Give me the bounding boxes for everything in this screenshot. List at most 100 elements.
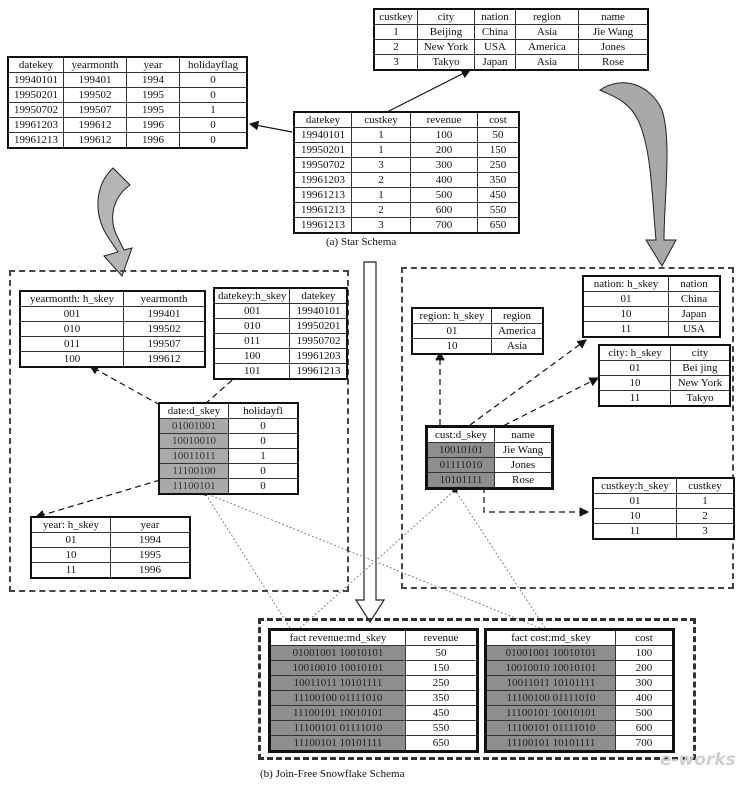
table-header: date:d_skey bbox=[158, 402, 229, 419]
table-cell: 100 bbox=[615, 645, 674, 661]
table-cell: 2 bbox=[351, 172, 411, 188]
table-cell: America bbox=[491, 323, 544, 339]
table-cell: Asia bbox=[515, 24, 579, 40]
table-cell: New York bbox=[417, 39, 475, 55]
table-header: cost bbox=[477, 111, 520, 128]
table-cell: 11100101 01111010 bbox=[485, 720, 616, 736]
table-cell: 01 bbox=[582, 291, 669, 307]
table-cell: 0 bbox=[228, 463, 299, 479]
table-header: holidayflag bbox=[179, 56, 248, 73]
table-cell: 199612 bbox=[63, 132, 127, 149]
table-cell: 350 bbox=[405, 690, 478, 706]
table-cell: 100 bbox=[410, 127, 478, 143]
table-cell: 001 bbox=[19, 306, 124, 322]
cost-to-cust-dotted bbox=[454, 489, 546, 629]
table-cell: 200 bbox=[410, 142, 478, 158]
table-header: yearmonth bbox=[123, 290, 206, 307]
table-cell: 500 bbox=[410, 187, 478, 203]
table-cell: 10011011 bbox=[158, 448, 229, 464]
table-header: custkey:h_skey bbox=[592, 477, 677, 494]
table-cell: 10010010 10010101 bbox=[269, 660, 406, 676]
table-cell: 0 bbox=[228, 478, 299, 495]
center-down-arrow bbox=[354, 261, 386, 624]
table-header: cost bbox=[615, 629, 674, 646]
table-cell: 10 bbox=[582, 306, 669, 322]
table-cell: 01001001 10010101 bbox=[269, 645, 406, 661]
table-cell: 19940101 bbox=[289, 303, 348, 319]
table-cell: 600 bbox=[615, 720, 674, 736]
table-header: name bbox=[578, 8, 649, 25]
table-cell: 100 bbox=[213, 348, 291, 364]
eworks-logo: e-works bbox=[660, 750, 736, 770]
table-cell: 19961213 bbox=[293, 202, 352, 218]
table-cell: 011 bbox=[19, 336, 124, 352]
table-cell: 1 bbox=[351, 142, 411, 158]
table-cell: 11100100 bbox=[158, 463, 229, 479]
table-cell: 10101111 bbox=[426, 472, 495, 489]
table-header: city bbox=[417, 8, 475, 25]
table-cell: 19940101 bbox=[293, 127, 352, 143]
table-cell: 10010010 bbox=[158, 433, 229, 449]
table-cell: 1996 bbox=[126, 117, 180, 133]
table-cell: 700 bbox=[615, 735, 674, 752]
star-schema-caption: (a) Star Schema bbox=[326, 236, 397, 248]
table-cell: 10 bbox=[411, 338, 492, 355]
snowflake-date-group bbox=[9, 270, 349, 592]
table-cell: 19961213 bbox=[293, 217, 352, 234]
table-cell: 350 bbox=[477, 172, 520, 188]
table-cell: 450 bbox=[405, 705, 478, 721]
table-header: year bbox=[110, 516, 191, 533]
rev-to-date-dotted bbox=[201, 489, 291, 629]
table-cell: 11100101 10010101 bbox=[269, 705, 406, 721]
snowflake-customer-group bbox=[401, 267, 734, 589]
table-header: yearmonth: h_skey bbox=[19, 290, 124, 307]
table-header: datekey bbox=[289, 287, 348, 304]
table-cell: 3 bbox=[676, 523, 735, 540]
table-cell: 19961213 bbox=[293, 187, 352, 203]
table-cell: 11 bbox=[582, 321, 669, 338]
table-cell: 10010010 10010101 bbox=[485, 660, 616, 676]
table-cell: 100 bbox=[19, 351, 124, 368]
table-header: nation bbox=[668, 275, 721, 292]
right-transform-arrow bbox=[599, 82, 677, 268]
table-cell: 19940101 bbox=[7, 72, 64, 88]
table-header: datekey:h_skey bbox=[213, 287, 291, 304]
table-cell: 550 bbox=[405, 720, 478, 736]
table-cell: 300 bbox=[410, 157, 478, 173]
table-cell: 199401 bbox=[63, 72, 127, 88]
table-cell: Takyo bbox=[670, 390, 731, 407]
table-cell: 01 bbox=[411, 323, 492, 339]
table-header: cust:d_skey bbox=[426, 426, 495, 443]
fact-to-customer-arrow bbox=[384, 69, 472, 114]
table-cell: Asia bbox=[491, 338, 544, 355]
table-cell: 19950702 bbox=[7, 102, 64, 118]
table-header: nation: h_skey bbox=[582, 275, 669, 292]
table-cell: 11100101 10010101 bbox=[485, 705, 616, 721]
table-cell: 3 bbox=[373, 54, 418, 71]
table-cell: 10 bbox=[30, 547, 111, 563]
fact-tables-group bbox=[258, 618, 696, 760]
table-cell: Jie Wang bbox=[494, 442, 553, 458]
